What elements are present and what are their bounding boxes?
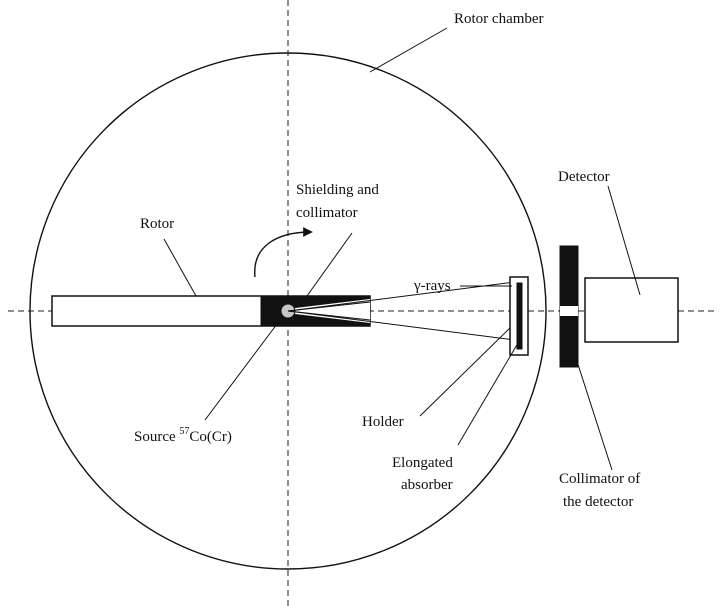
source-leader <box>204 315 284 421</box>
collimator-detector-leader <box>573 351 613 471</box>
rotor-leader <box>163 238 197 297</box>
detector-label: Detector <box>558 169 610 185</box>
rotor-chamber-leader <box>369 27 448 73</box>
collimator-slit <box>560 306 578 316</box>
shielding-label-line1: Shielding and <box>296 182 379 198</box>
source-label-suffix: Co(Cr) <box>189 429 232 445</box>
source-label-prefix: Source <box>134 429 179 445</box>
elongated-absorber <box>516 282 523 350</box>
source-label: Source 57Co(Cr) <box>134 426 232 445</box>
shielding-label-line2: collimator <box>296 205 358 221</box>
absorber-leader <box>457 342 519 446</box>
gamma-ray-upper <box>287 281 516 312</box>
elongated-absorber-label-line1: Elongated <box>392 455 453 471</box>
elongated-absorber-label-line2: absorber <box>401 477 453 493</box>
detector-leader <box>607 185 641 296</box>
source-label-superscript: 57 <box>179 426 189 437</box>
collimator-detector-label-line1: Collimator of <box>559 471 640 487</box>
collimator-cavity <box>287 299 370 323</box>
gamma-ray-cross-lower <box>287 301 371 312</box>
detector-box <box>584 277 679 343</box>
holder-label: Holder <box>362 414 404 430</box>
gamma-rays-label: γ-rays <box>413 278 451 294</box>
rotor-chamber-label: Rotor chamber <box>454 11 544 27</box>
rotor-chamber-circle <box>29 52 547 570</box>
rotation-arrow-icon <box>254 227 313 278</box>
gamma-ray-lower <box>287 310 516 341</box>
holder-leader <box>419 327 511 417</box>
gamma-ray-cross-upper <box>287 310 371 321</box>
rotor-label: Rotor <box>140 216 174 232</box>
shielding-leader <box>306 232 353 297</box>
collimator-detector-label-line2: the detector <box>563 494 633 510</box>
